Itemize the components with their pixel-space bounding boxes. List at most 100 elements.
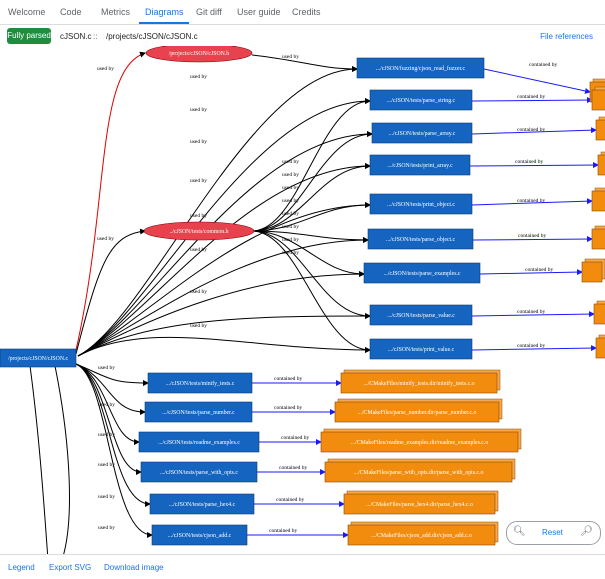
lower-object-node-3[interactable] [324, 461, 513, 483]
upper-node-4[interactable] [369, 193, 473, 215]
edge-label-used-by-center-upper-1: used by [190, 74, 207, 80]
upper-object-node-6[interactable] [581, 261, 603, 283]
edge-header-upper-1 [251, 98, 371, 232]
edge-label-used-by-center-upper-5: used by [190, 213, 207, 219]
edge-center-cjson-h [75, 51, 146, 351]
lower-object-node-2[interactable] [320, 431, 519, 453]
upper-node-5[interactable] [367, 228, 474, 250]
upper-object-node-1[interactable] [591, 89, 605, 111]
upper-object-node-8[interactable] [595, 337, 605, 359]
lower-object-node-0-label: .../CMakeFiles/minify_tests.dir/minify_t… [363, 380, 474, 387]
lower-node-4-label: .../cJSON/tests/parse_hex4.c [169, 502, 236, 508]
lower-node-3[interactable] [140, 461, 258, 483]
tab-credits[interactable]: Credits [292, 7, 321, 17]
edge-center-upper-1 [77, 98, 371, 357]
zoom-controls: 🔍︎ Reset 🔎︎ [506, 521, 601, 545]
edge-contained-upper-4 [471, 198, 593, 206]
upper-object-node-4[interactable] [591, 190, 605, 212]
upper-node-0[interactable] [356, 57, 485, 79]
edge-label-contained-upper-4: contained by [517, 198, 546, 204]
edge-center-upper-0 [77, 66, 358, 357]
graph-canvas[interactable]: used by used by used by used by contained by… [0, 46, 605, 554]
zoom-in-icon[interactable]: 🔍︎ [513, 526, 526, 537]
edge-label-contained-upper-3: contained by [515, 159, 544, 165]
upper-node-1-label: .../cJSON/tests/parse_string.c [387, 98, 456, 104]
edge-center-lower-1 [75, 363, 146, 415]
lower-object-node-5-label: .../CMakeFiles/cjson_add.dir/cjson_add.c… [371, 533, 472, 539]
dependency-graph[interactable]: used by used by used by used by contained by… [0, 46, 605, 554]
tab-code[interactable]: Code [60, 7, 82, 17]
edge-contained-upper-7 [471, 311, 595, 318]
center-node-cjson-c[interactable] [0, 348, 77, 368]
tab-welcome[interactable]: Welcome [8, 7, 46, 17]
center-node-cjson-c-label: /projects/cJSON/cJSON.c [8, 356, 68, 362]
upper-node-8[interactable] [369, 338, 473, 360]
edge-contained-upper-3 [469, 162, 599, 169]
upper-object-node-5[interactable] [591, 228, 605, 250]
edge-header-upper-4 [251, 202, 371, 232]
edge-label-used-by-lower-1: used by [98, 402, 115, 408]
edge-header-upper-8 [251, 230, 371, 353]
edge-label-used-by-lower-3: used by [98, 462, 115, 468]
tab-metrics[interactable]: Metrics [101, 7, 130, 17]
lower-object-node-0[interactable] [340, 372, 498, 394]
upper-node-3[interactable] [369, 154, 471, 176]
file-references-link[interactable]: File references [540, 32, 593, 41]
upper-node-1[interactable] [369, 89, 473, 111]
lower-object-node-2-label: .../CMakeFiles/readme_examples.dir/readm… [351, 440, 489, 446]
zoom-out-icon[interactable]: 🔎︎ [580, 526, 593, 537]
edge-label-used-by-header-upper-2: used by [282, 172, 299, 178]
tab-git-diff[interactable]: Git diff [196, 7, 222, 17]
footer-bar: Legend Export SVG Download image [0, 554, 605, 579]
lower-node-5[interactable] [151, 524, 248, 546]
lower-object-node-4[interactable] [343, 493, 496, 515]
edge-contained-upper-2 [471, 127, 597, 135]
parse-status-badge: Fully parsed [7, 28, 51, 44]
edge-label-used-by-header-upper-3: used by [282, 185, 299, 191]
upper-node-7[interactable] [369, 304, 473, 326]
lower-node-1[interactable] [144, 401, 253, 423]
edge-label-used-by-center-upper-6: used by [190, 247, 207, 253]
upper-object-node-2[interactable] [595, 119, 605, 141]
edge-center-offscreen-b [54, 365, 70, 554]
tab-diagrams[interactable]: Diagrams [145, 7, 184, 17]
tab-user-guide[interactable]: User guide [237, 7, 281, 17]
download-image-link[interactable]: Download image [104, 563, 164, 572]
edge-center-upper-8 [77, 336, 371, 357]
lower-object-node-1[interactable] [334, 401, 500, 423]
header-node-cjson-h-label: /projects/cJSON/cJSON.h [169, 51, 229, 57]
edge-label-used-by-h2: used by [97, 236, 114, 242]
edge-center-lower-2 [75, 363, 140, 445]
edge-label-used-by-lower-4: used by [98, 494, 115, 500]
lower-node-2[interactable] [138, 431, 260, 453]
lower-node-3-label: .../cJSON/tests/parse_with_opts.c [160, 470, 238, 476]
legend-link[interactable]: Legend [8, 563, 35, 572]
active-tab-indicator [139, 22, 189, 24]
edge-contained-upper-8 [471, 345, 597, 352]
lower-object-node-5[interactable] [347, 524, 496, 546]
edge-label-contained-upper-2: contained by [517, 127, 546, 133]
header-node-cjson-h[interactable] [145, 46, 253, 63]
lower-node-0[interactable] [147, 372, 253, 394]
upper-object-node-7[interactable] [593, 303, 605, 325]
upper-object-node-3[interactable] [597, 154, 605, 176]
edge-label-contained-lower-5: contained by [269, 528, 298, 534]
upper-node-2-label: .../cJSON/tests/parse_array.c [389, 131, 456, 137]
zoom-reset-button[interactable]: Reset [542, 528, 563, 537]
upper-node-6[interactable] [363, 262, 481, 284]
edge-label-contained-upper-8: contained by [517, 343, 546, 349]
upper-node-7-label: .../cJSON/tests/parse_value.c [387, 313, 455, 319]
edge-contained-upper-6 [479, 269, 583, 276]
lower-node-4[interactable] [149, 493, 255, 515]
edge-contained-upper-1 [471, 97, 593, 104]
export-svg-link[interactable]: Export SVG [49, 563, 92, 572]
upper-node-2[interactable] [371, 122, 473, 144]
edge-label-used-by-lower-5: used by [98, 525, 115, 531]
lower-object-node-1-label: .../CMakeFiles/parse_number.dir/parse_nu… [358, 410, 477, 416]
edge-contained-upper-0 [483, 68, 591, 94]
header-node-common-h[interactable] [143, 221, 255, 241]
upper-node-4-label: .../cJSON/tests/print_object.c [387, 202, 455, 208]
edge-label-used-by-center-upper-4: used by [190, 178, 207, 184]
edge-center-upper-4 [77, 202, 371, 357]
edge-label-contained-lower-2: contained by [281, 435, 310, 441]
